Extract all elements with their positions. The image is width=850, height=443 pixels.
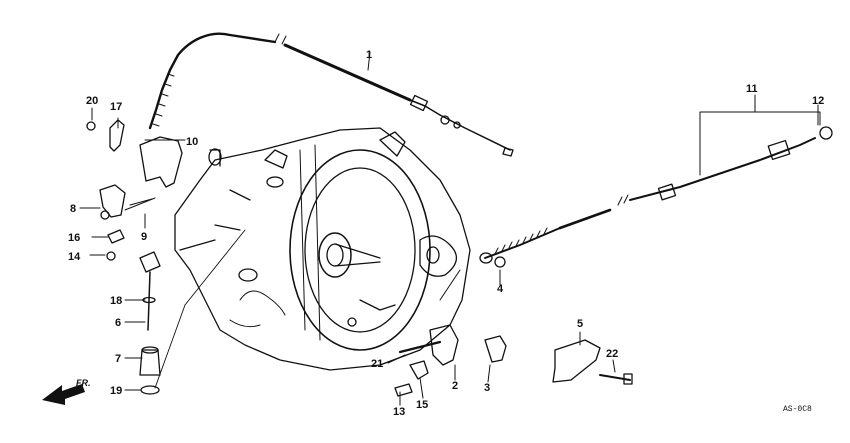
callout-7: 7 <box>115 353 121 365</box>
callout-16: 16 <box>68 232 80 244</box>
callout-labels: 1 2 3 4 5 6 7 8 9 10 11 12 13 14 15 16 1… <box>68 49 824 418</box>
callout-1: 1 <box>366 49 372 61</box>
callout-17: 17 <box>110 101 122 113</box>
callout-2: 2 <box>452 380 458 392</box>
callout-18: 18 <box>110 295 122 307</box>
callout-5: 5 <box>577 318 583 330</box>
callout-13: 13 <box>393 406 405 418</box>
callout-6: 6 <box>115 317 121 329</box>
callout-22: 22 <box>606 348 618 360</box>
callout-9: 9 <box>141 231 147 243</box>
shift-cable-upper <box>148 32 514 157</box>
callout-11: 11 <box>746 83 758 95</box>
callout-19: 19 <box>110 385 122 397</box>
left-bracket-parts <box>86 119 183 395</box>
callout-14: 14 <box>68 251 81 263</box>
callout-4: 4 <box>497 283 504 295</box>
bottom-bracket-parts <box>394 256 633 397</box>
front-arrow-label: FR. <box>76 378 91 388</box>
leader-lines <box>79 51 821 406</box>
callout-12: 12 <box>812 95 824 107</box>
front-direction-arrow: FR. <box>42 378 91 405</box>
callout-20: 20 <box>86 95 98 107</box>
callout-10: 10 <box>186 136 198 148</box>
callout-3: 3 <box>484 382 490 394</box>
transmission-housing <box>174 127 471 371</box>
callout-21: 21 <box>371 358 383 370</box>
diagram-code: AS-0C8 <box>783 405 812 414</box>
shift-cable-right <box>479 126 833 264</box>
callout-8: 8 <box>70 203 76 215</box>
callout-15: 15 <box>416 399 428 411</box>
